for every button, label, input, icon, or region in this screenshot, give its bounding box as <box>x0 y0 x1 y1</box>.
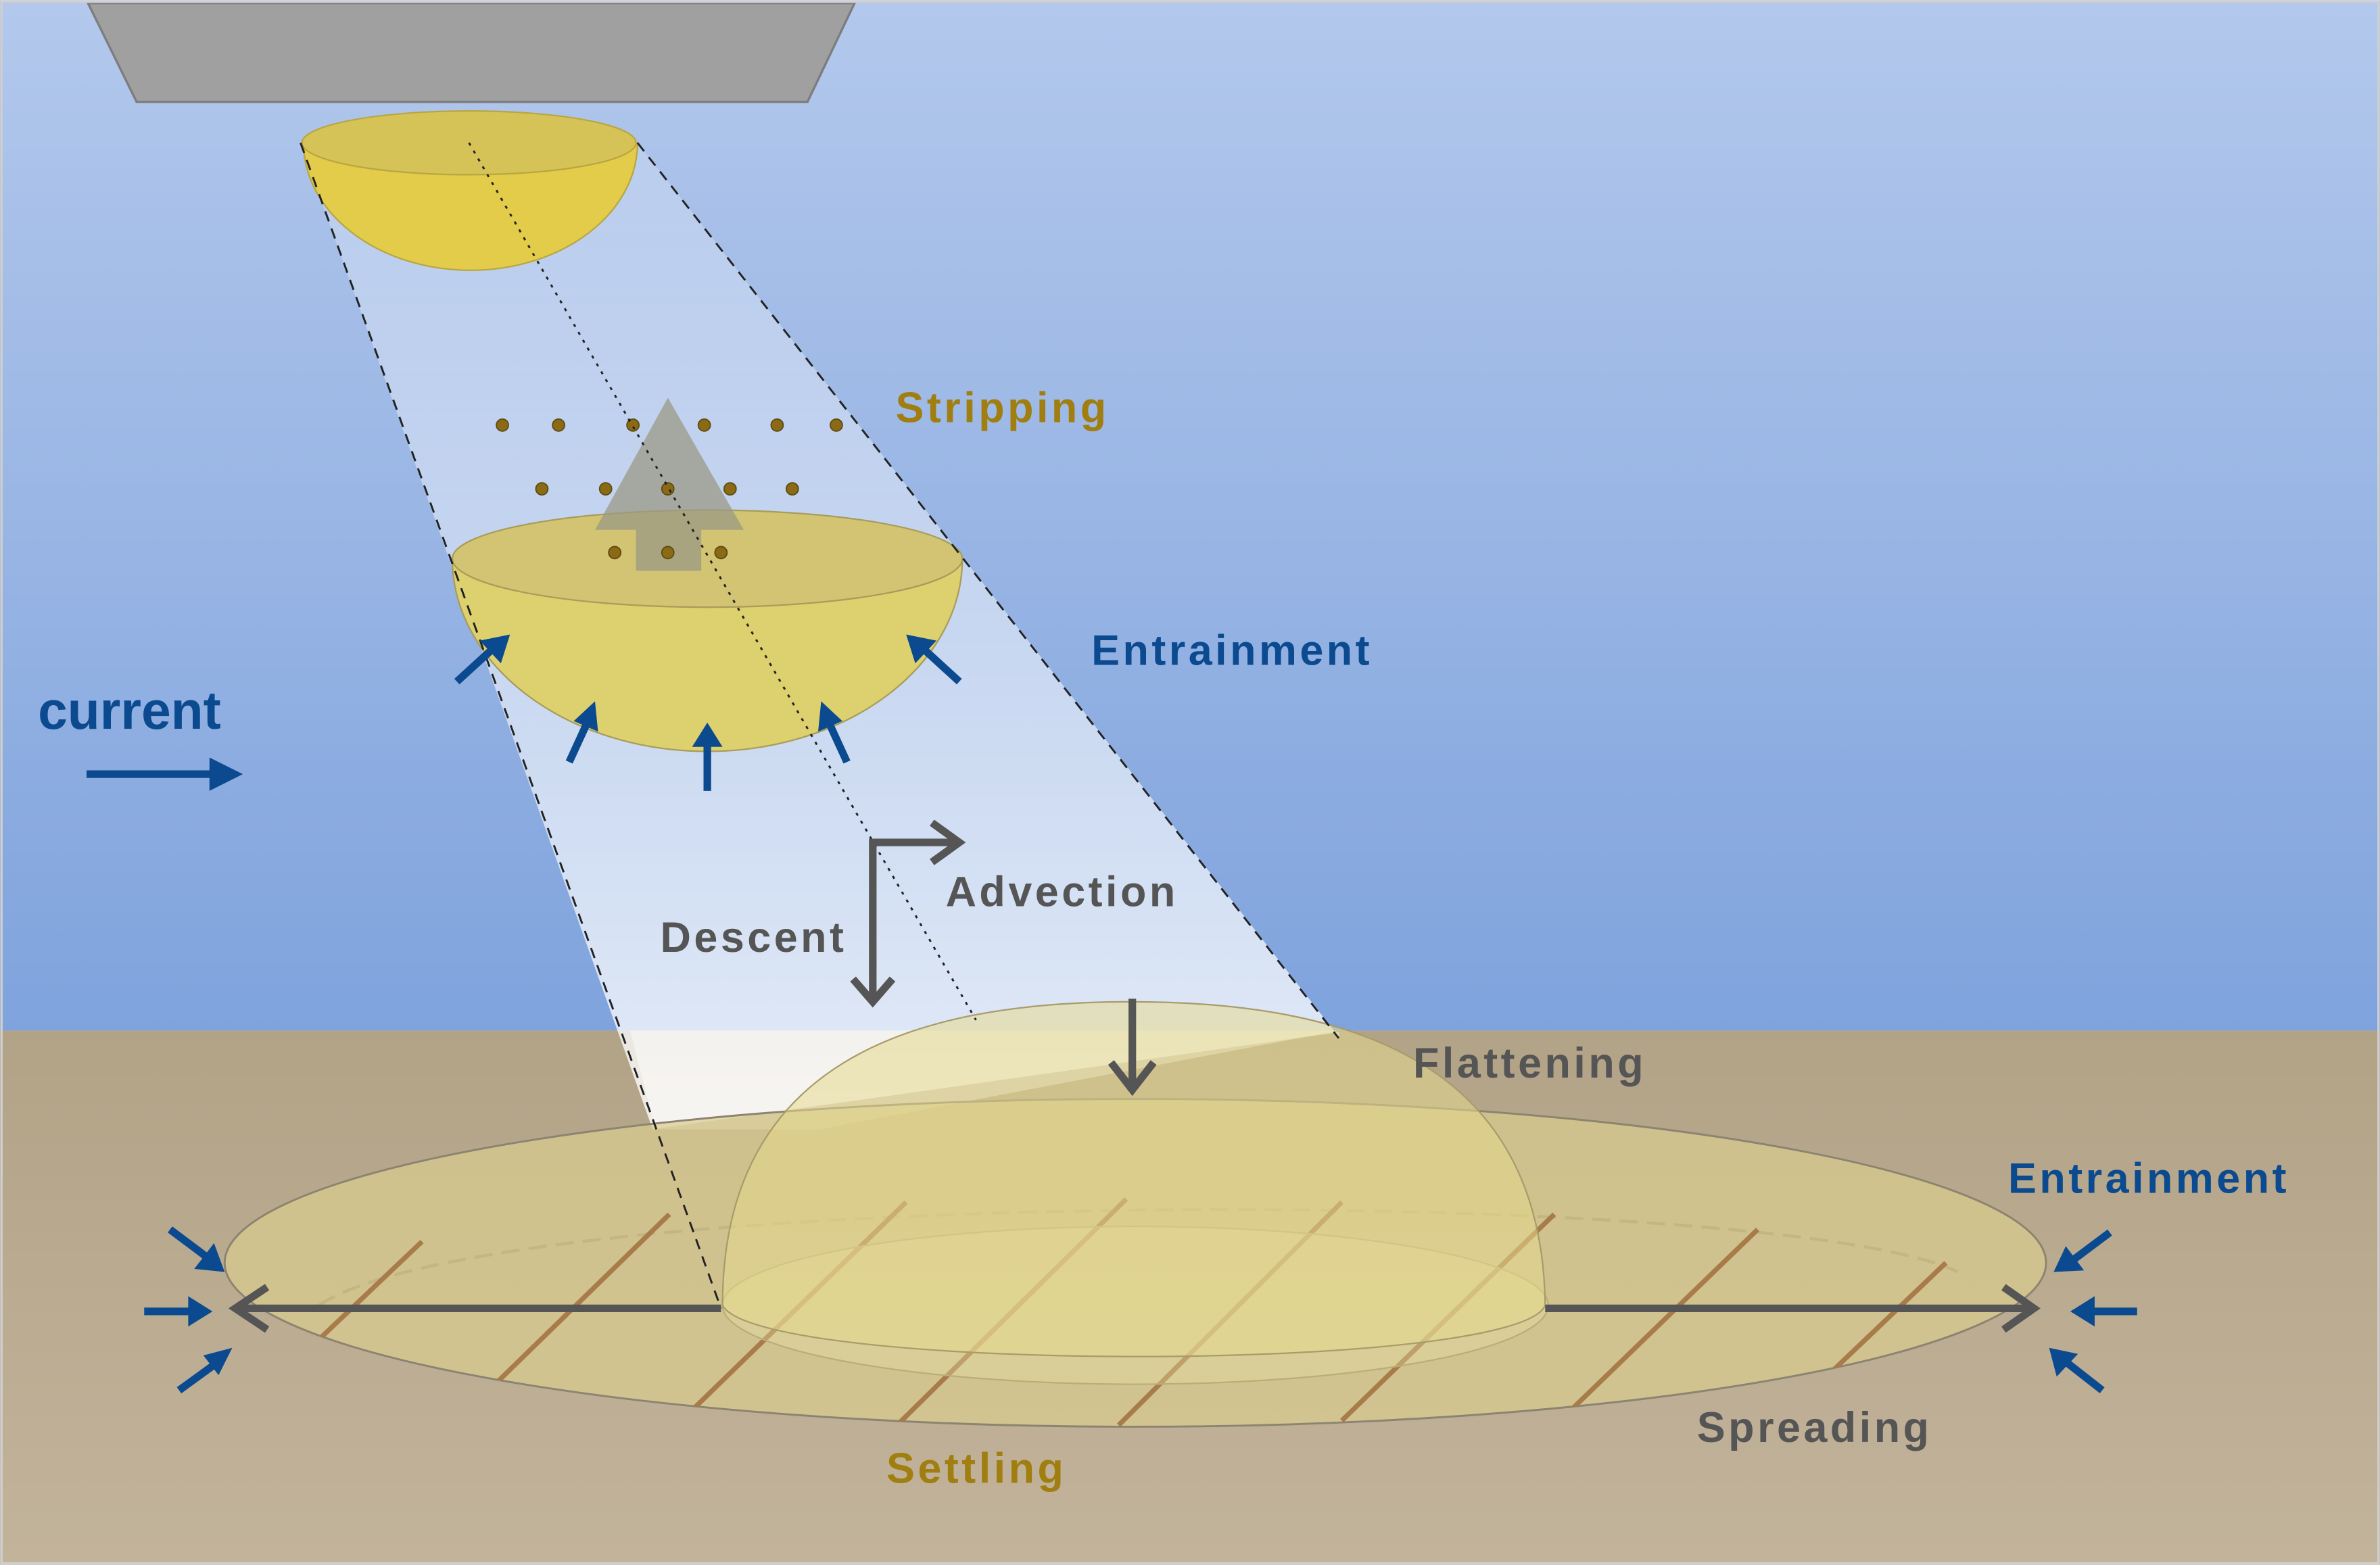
current-arrow <box>86 757 243 791</box>
stripping-label: Stripping <box>895 384 1109 431</box>
flattening-dome <box>721 1001 1546 1357</box>
spreading-arrows <box>228 1284 2041 1333</box>
descending-cloud <box>451 509 963 752</box>
entrainment-arrows-lower <box>144 1226 2137 1394</box>
stripping-arrow <box>595 398 744 571</box>
advection-label: Advection <box>946 868 1179 915</box>
descent-advection-arrows <box>850 819 966 1008</box>
stripped-particles <box>496 418 843 560</box>
flattening-label: Flattening <box>1413 1040 1646 1087</box>
entrainment-label-upper: Entrainment <box>1091 627 1373 675</box>
descent-label: Descent <box>661 914 847 961</box>
hopper-barge <box>86 2 857 103</box>
settling-label: Settling <box>886 1445 1066 1493</box>
spreading-label: Spreading <box>1697 1404 1932 1451</box>
plume-envelope-lines <box>300 142 1340 1309</box>
entrainment-arrows-upper <box>454 634 962 791</box>
entrainment-label-lower: Entrainment <box>2008 1155 2289 1203</box>
flattening-arrow <box>1108 998 1157 1097</box>
current-label: current <box>38 681 221 740</box>
